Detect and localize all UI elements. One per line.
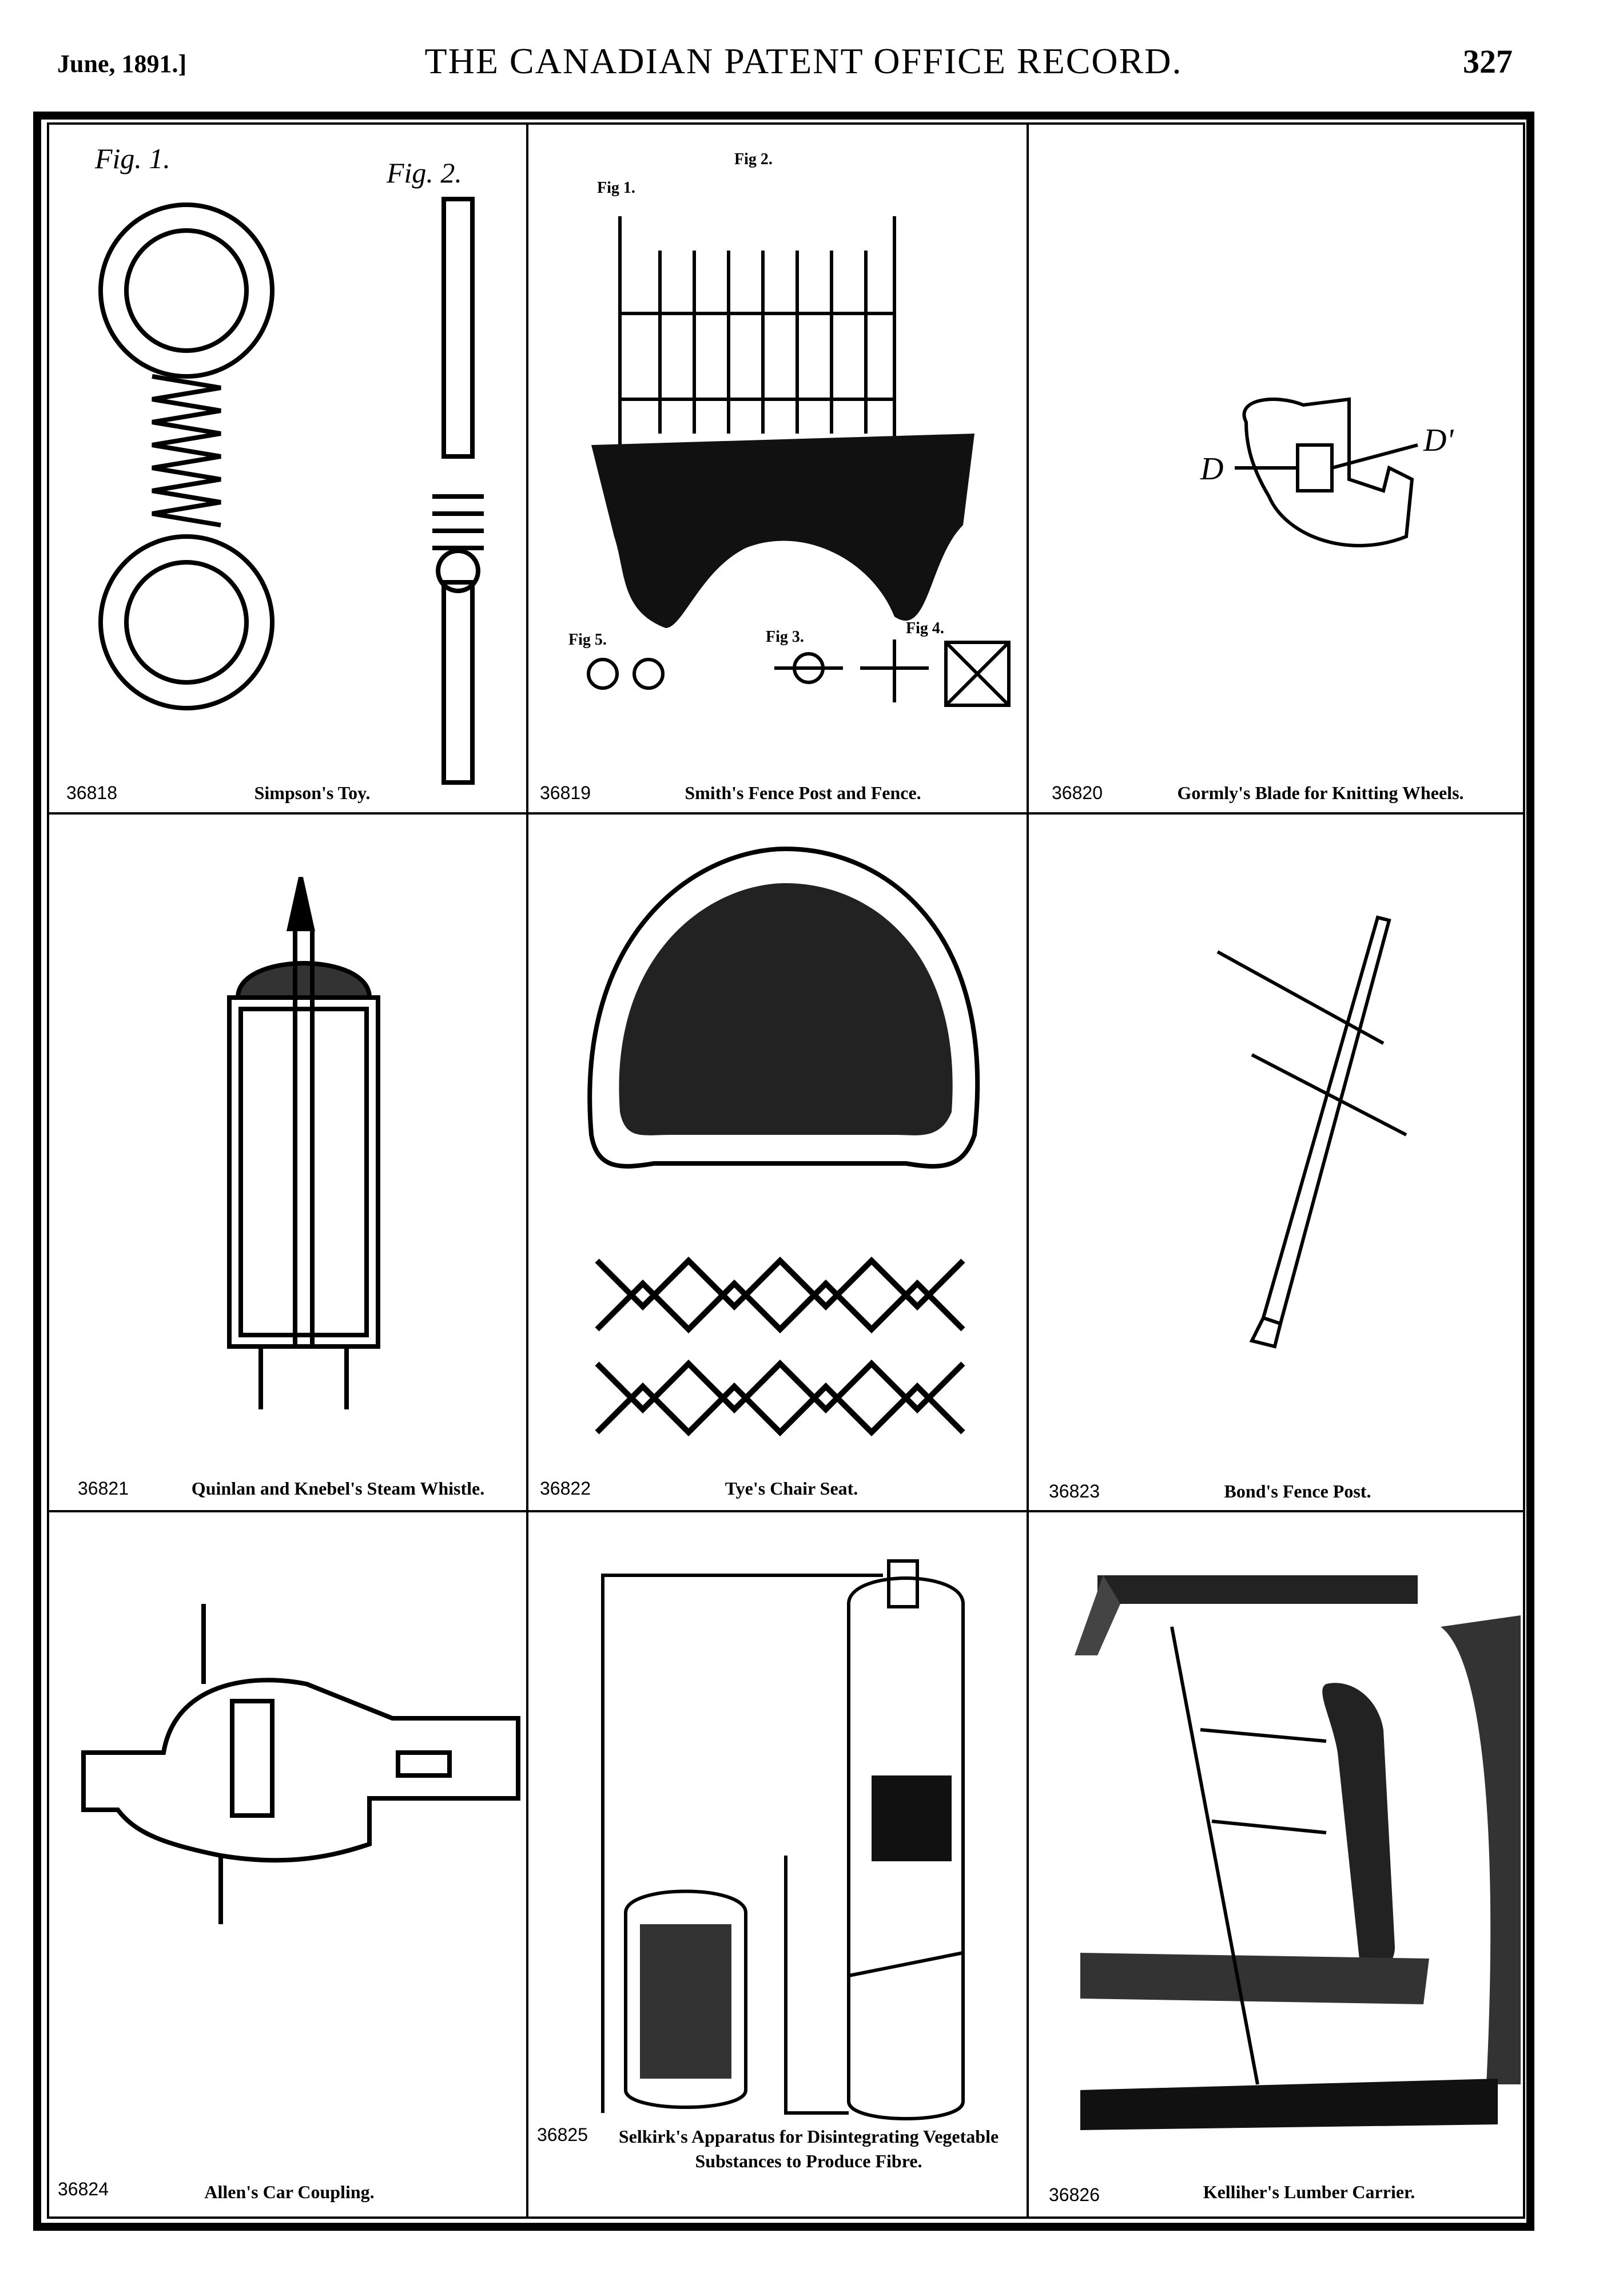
patent-number: 36818 <box>66 782 117 803</box>
svg-text:D': D' <box>1423 423 1454 458</box>
figure-label: Fig 4. <box>906 619 944 637</box>
patent-number: 36823 <box>1049 1481 1100 1501</box>
patent-title: Tye's Chair Seat. <box>725 1478 858 1499</box>
grid-divider <box>47 812 1525 815</box>
patent-number: 36821 <box>78 1478 129 1499</box>
patent-number: 36824 <box>58 2179 109 2199</box>
patent-title: Kelliher's Lumber Carrier. <box>1203 2182 1415 2202</box>
toy-drawing <box>98 197 484 785</box>
patent-cell-36825: 36825 Selkirk's Apparatus for Disintegra… <box>528 1512 1027 2216</box>
inner-frame <box>47 122 1525 2219</box>
patent-title: Selkirk's Apparatus for Disintegrating V… <box>618 2126 999 2172</box>
page-title: THE CANADIAN PATENT OFFICE RECORD. <box>424 41 1183 81</box>
chair-seat-drawing <box>587 846 980 1437</box>
patent-cell-36824: 36824 Allen's Car Coupling. <box>49 1512 526 2216</box>
figure-label: Fig 1. <box>597 179 635 197</box>
page-number: 327 <box>1463 43 1513 80</box>
patent-title: Gormly's Blade for Knitting Wheels. <box>1177 782 1464 803</box>
header-date: June, 1891.] <box>57 50 187 78</box>
grid-divider <box>47 1510 1525 1512</box>
patent-cell-36826: 36826 Kelliher's Lumber Carrier. <box>1029 1512 1523 2216</box>
patent-number: 36825 <box>537 2124 588 2145</box>
figure-label: Fig 5. <box>568 631 607 649</box>
grid-divider <box>526 122 528 2219</box>
car-coupling-drawing <box>81 1604 520 1924</box>
figure-label: Fig 3. <box>766 628 804 646</box>
patent-cell-36819: Fig 1. Fig 2. Fig 3. Fig 4. Fig 5. 36819… <box>528 125 1027 812</box>
fence-post-drawing <box>1216 915 1407 1349</box>
patent-title: Quinlan and Knebel's Steam Whistle. <box>191 1478 485 1499</box>
knitting-blade-drawing: D D' <box>1200 397 1454 547</box>
outer-frame <box>33 112 1534 2231</box>
figure-label: Fig. 1. <box>95 142 170 174</box>
patent-title: Simpson's Toy. <box>254 782 371 803</box>
fence-drawing <box>587 216 1011 707</box>
fibre-apparatus-drawing <box>601 1559 965 2120</box>
patent-number: 36822 <box>540 1478 591 1499</box>
patent-cell-36820: D D' 36820 Gormly's Blade for Knitting W… <box>1029 125 1523 812</box>
patent-cell-36822: 36822 Tye's Chair Seat. <box>528 815 1027 1510</box>
patent-title: Allen's Car Coupling. <box>204 2182 375 2202</box>
svg-text:D: D <box>1200 451 1223 487</box>
patent-number: 36820 <box>1052 782 1103 803</box>
figure-label: Fig. 2. <box>387 157 462 189</box>
patent-title: Bond's Fence Post. <box>1224 1481 1371 1501</box>
patent-number: 36819 <box>540 782 591 803</box>
lumber-carrier-drawing <box>1075 1575 1521 2130</box>
grid-divider <box>1027 122 1029 2219</box>
patent-cell-36818: Fig. 1. Fig. 2. 36818 Simpson's Toy. <box>49 125 526 812</box>
patent-number: 36826 <box>1049 2184 1100 2205</box>
patent-title: Smith's Fence Post and Fence. <box>685 782 921 803</box>
steam-whistle-drawing <box>227 877 380 1409</box>
figure-label: Fig 2. <box>734 150 773 168</box>
patent-cell-36821: 36821 Quinlan and Knebel's Steam Whistle… <box>49 815 526 1510</box>
patent-cell-36823: 36823 Bond's Fence Post. <box>1029 815 1523 1510</box>
